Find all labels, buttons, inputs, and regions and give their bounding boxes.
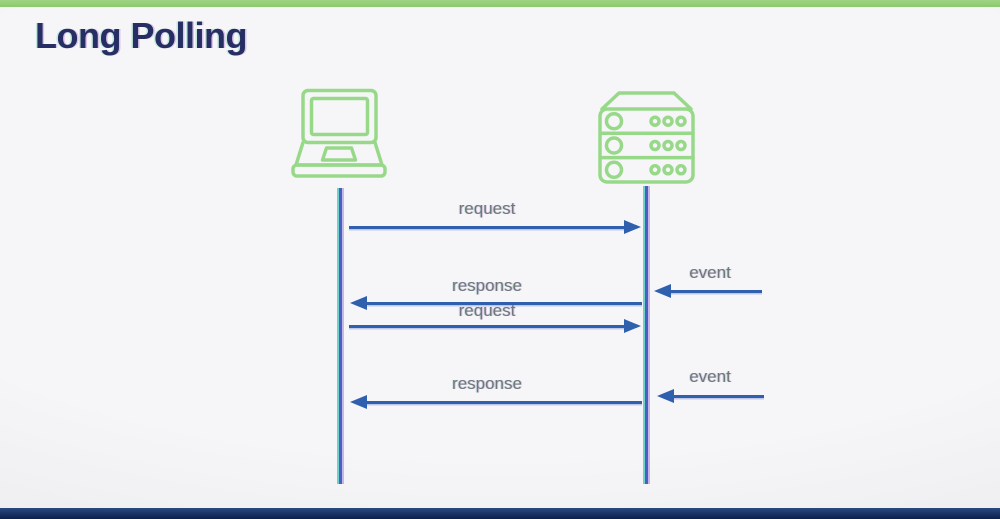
laptop-icon <box>291 88 387 178</box>
message-label-response-1: response <box>452 276 522 295</box>
message-label-event-1: event <box>689 263 731 282</box>
bottom-footer-bar <box>0 508 1000 519</box>
request-arrow-1 <box>349 220 641 234</box>
server-lifeline <box>645 186 648 484</box>
request-arrow-2 <box>349 319 641 333</box>
message-label-event-2: event <box>689 367 731 386</box>
page-title: Long Polling <box>35 15 247 56</box>
message-label-request-1: request <box>458 199 516 218</box>
message-label-request-2: request <box>458 301 516 320</box>
response-arrow-2 <box>350 395 642 409</box>
event-arrow-2 <box>657 389 764 403</box>
message-label-response-2: response <box>452 374 522 393</box>
client-lifeline <box>339 188 342 484</box>
server-icon <box>598 91 695 184</box>
event-arrow-1 <box>654 284 762 298</box>
response-arrow-1 <box>350 296 642 310</box>
server-actor <box>597 89 696 185</box>
top-accent-bar <box>0 0 1000 7</box>
client-actor <box>290 87 388 180</box>
